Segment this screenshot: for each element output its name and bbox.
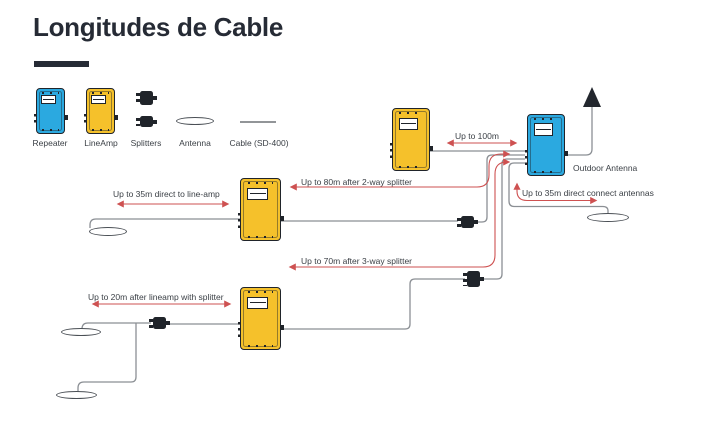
- splitter-output: [153, 96, 157, 100]
- screws-top: [248, 181, 273, 184]
- screws-top: [91, 91, 110, 94]
- legend-label-splitters: Splitters: [130, 138, 162, 148]
- splitter-3way: [463, 271, 484, 287]
- cable-repeater-to-outdoor-antenna: [565, 107, 593, 156]
- label-70m-after-3way: Up to 70m after 3-way splitter: [301, 256, 413, 266]
- device-tab: [564, 151, 568, 156]
- screws-top: [248, 290, 273, 293]
- lineamp-top: [389, 108, 433, 171]
- outdoor-antenna-icon: [583, 87, 601, 107]
- splitter-prongs: [136, 92, 140, 104]
- device-ports: [33, 113, 37, 126]
- cable-bottom-lineamp-to-3way-splitter: [281, 278, 465, 330]
- antenna-bottom-1: [61, 328, 101, 336]
- splitter-output: [474, 220, 478, 224]
- legend-repeater-icon: [33, 88, 68, 134]
- lineamp-bottom: [237, 287, 284, 350]
- device-screen: [398, 117, 419, 131]
- legend-label-repeater: Repeater: [32, 138, 68, 148]
- legend-2way-splitter-icon: [136, 116, 157, 127]
- label-20m-after-lineamp: Up to 20m after lineamp with splitter: [88, 292, 224, 302]
- screws-bottom: [41, 128, 60, 131]
- lineamp-middle: [237, 178, 284, 241]
- screws-top: [534, 117, 558, 120]
- splitter-prongs: [463, 272, 467, 286]
- title-underline: [34, 61, 89, 67]
- splitter-output: [153, 119, 157, 124]
- measure-arrow-group: [91, 139, 598, 308]
- screws-bottom: [248, 235, 273, 238]
- screws-top: [399, 111, 423, 114]
- label-35m-direct-connect: Up to 35m direct connect antennas: [522, 188, 654, 198]
- splitter-prongs: [457, 217, 461, 227]
- cable-3way-splitter-to-repeater: [483, 158, 525, 280]
- antenna-mid-left: [89, 227, 127, 236]
- device-ports: [237, 322, 241, 339]
- label-up-to-100m: Up to 100m: [455, 131, 499, 141]
- splitter-bottom-2way: [149, 317, 170, 329]
- legend-label-cable: Cable (SD-400): [229, 138, 289, 148]
- antenna-right: [587, 213, 629, 222]
- device-ports: [237, 213, 241, 230]
- device-ports: [389, 143, 393, 160]
- legend-label-antenna: Antenna: [179, 138, 211, 148]
- legend-label-lineamp: LineAmp: [84, 138, 118, 148]
- antenna-bottom-2: [56, 391, 97, 399]
- splitter-output: [166, 321, 170, 325]
- label-35m-direct-to-lineamp: Up to 35m direct to line-amp: [113, 189, 220, 199]
- device-ports: [83, 113, 87, 126]
- page-title: Longitudes de Cable: [33, 12, 283, 42]
- device-screen: [91, 95, 106, 105]
- screws-bottom: [534, 170, 558, 173]
- screws-bottom: [399, 165, 423, 168]
- splitter-prongs: [149, 318, 153, 328]
- device-screen: [41, 95, 56, 105]
- legend-3way-splitter-icon: [136, 91, 157, 105]
- device-ports: [524, 149, 528, 167]
- repeater-main: [524, 114, 568, 176]
- cable-2way-splitter-to-repeater: [477, 154, 525, 223]
- screws-bottom: [248, 344, 273, 347]
- legend-antenna-icon: [176, 117, 214, 125]
- device-tab: [429, 145, 433, 151]
- device-screen: [247, 296, 269, 310]
- screws-top: [41, 91, 60, 94]
- device-tab: [114, 115, 118, 121]
- label-outdoor-antenna: Outdoor Antenna: [573, 163, 638, 173]
- splitter-prongs: [136, 117, 140, 126]
- legend-lineamp-icon: [83, 88, 118, 134]
- splitter-2way: [457, 216, 478, 228]
- splitter-output: [480, 277, 484, 281]
- device-tab: [280, 324, 284, 330]
- device-screen: [247, 187, 269, 201]
- device-tab: [64, 115, 68, 121]
- label-80m-after-2way: Up to 80m after 2-way splitter: [301, 177, 413, 187]
- device-tab: [280, 215, 284, 221]
- screws-bottom: [91, 128, 110, 131]
- device-screen: [533, 123, 554, 136]
